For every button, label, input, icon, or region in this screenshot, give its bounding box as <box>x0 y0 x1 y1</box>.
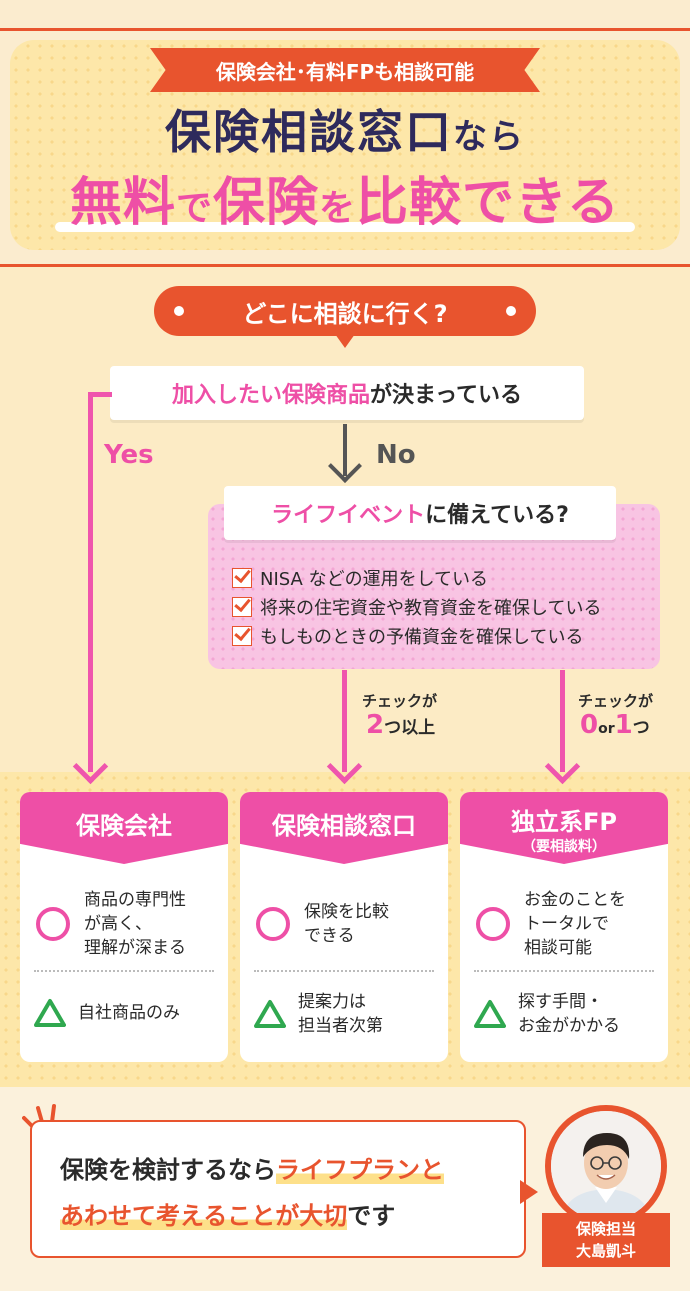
speech-highlight: ライフプランと <box>276 1156 444 1184</box>
header-top-rule <box>0 28 690 31</box>
staff-role: 保険担当 <box>575 1220 636 1238</box>
speech-line-2: あわせて考えることが大切です <box>60 1196 395 1231</box>
no-label: No <box>376 440 416 470</box>
card-demerit-text: 提案力は担当者次第 <box>298 992 383 1036</box>
branch-a-unit: つ以上 <box>384 718 436 738</box>
card-title: 独立系FP <box>511 808 617 836</box>
headline-particle-wo: を <box>319 188 357 229</box>
check-item: もしものときの予備資金を確保している <box>232 623 583 649</box>
card-merit: 商品の専門性が高く、理解が深まる <box>20 884 228 964</box>
card-demerit-text: 探す手間・お金がかかる <box>518 992 620 1036</box>
triangle-warning-icon <box>474 1000 506 1028</box>
card-subtitle: （要相談料） <box>522 839 606 855</box>
card-merit-text: 保険を比較できる <box>304 902 389 946</box>
staff-name: 大島凱斗 <box>575 1242 636 1260</box>
question1-highlight: 加入したい保険商品 <box>171 383 370 408</box>
card-merit-text: 商品の専門性が高く、理解が深まる <box>84 890 186 958</box>
headline-compare: 比較できる <box>356 173 621 233</box>
checkbox-checked-icon <box>232 597 252 617</box>
card-header: 独立系FP （要相談料） <box>460 792 668 864</box>
card-title: 保険会社 <box>76 812 172 840</box>
speech-highlight: あわせて考えることが大切 <box>60 1202 348 1230</box>
triangle-warning-icon <box>34 999 66 1027</box>
question-text: どこに相談に行く? <box>242 299 448 328</box>
branch-a-caption: チェックが <box>362 692 438 710</box>
headline-underline <box>55 222 635 232</box>
headline-suffix: なら <box>453 117 525 157</box>
card-demerit: 探す手間・お金がかかる <box>460 986 668 1042</box>
branch-b-unit: つ <box>632 718 650 738</box>
speech-line-1: 保険を検討するならライフプランと <box>60 1150 444 1185</box>
circle-good-icon <box>36 907 70 941</box>
headline-main: 保険相談窓口 <box>165 105 453 159</box>
header-ribbon: 保険会社･有料FPも相談可能 <box>150 48 540 92</box>
speech-text: です <box>347 1202 396 1230</box>
branch-b-number-zero: 0 <box>580 710 599 740</box>
card-demerit-text: 自社商品のみ <box>78 1003 180 1023</box>
card-title: 保険相談窓口 <box>272 812 416 840</box>
branch-b-caption: チェックが <box>578 692 654 710</box>
branch-b-or: or <box>598 721 615 737</box>
check-item-label: NISA などの運用をしている <box>260 569 489 590</box>
pill-dot-right <box>506 306 516 316</box>
check-item: 将来の住宅資金や教育資金を確保している <box>232 594 601 620</box>
question-pill-tail <box>335 334 355 348</box>
branch-a-count: 2つ以上 <box>366 710 435 740</box>
pill-dot-left <box>174 306 184 316</box>
check-item-label: 将来の住宅資金や教育資金を確保している <box>260 598 602 619</box>
speech-text: 保険を検討するなら <box>60 1156 276 1184</box>
card-header: 保険相談窓口 <box>240 792 448 864</box>
circle-good-icon <box>476 907 510 941</box>
triangle-warning-icon <box>254 1000 286 1028</box>
check-item: NISA などの運用をしている <box>232 565 488 591</box>
card-insurance-consultation: 保険相談窓口 保険を比較できる 提案力は担当者次第 <box>240 792 448 1062</box>
headline-particle-de: で <box>176 188 214 229</box>
question2-text: に備えている? <box>425 503 569 528</box>
person-portrait-icon <box>551 1111 661 1221</box>
question-pill: どこに相談に行く? <box>154 286 536 336</box>
card-merit: お金のことをトータルで相談可能 <box>460 884 668 964</box>
speech-bubble-tail <box>520 1180 538 1204</box>
circle-good-icon <box>256 907 290 941</box>
card-insurance-company: 保険会社 商品の専門性が高く、理解が深まる 自社商品のみ <box>20 792 228 1062</box>
avatar <box>551 1111 661 1221</box>
header-bottom-rule <box>0 264 690 267</box>
branch-a-line <box>342 670 347 772</box>
branch-b-count: 0or1つ <box>580 710 650 740</box>
headline-insurance: 保険 <box>213 173 320 233</box>
headline-free: 無料 <box>69 173 176 233</box>
branch-b-number-one: 1 <box>614 710 633 740</box>
check-item-label: もしものときの予備資金を確保している <box>260 627 584 648</box>
yes-label: Yes <box>104 440 154 470</box>
yes-connector <box>90 392 112 397</box>
speech-bubble <box>30 1120 526 1258</box>
question1-text: が決まっている <box>369 383 523 408</box>
card-divider <box>34 970 214 972</box>
branch-b-line <box>560 670 565 772</box>
yes-line <box>88 392 93 772</box>
question2-highlight: ライフイベント <box>271 503 426 528</box>
question1-box: 加入したい保険商品が決まっている <box>110 366 584 420</box>
checkbox-checked-icon <box>232 626 252 646</box>
card-merit-text: お金のことをトータルで相談可能 <box>524 890 626 958</box>
staff-name-ribbon: 保険担当 大島凱斗 <box>542 1213 670 1267</box>
branch-a-number: 2 <box>366 710 385 740</box>
headline-line2: 無料で保険を比較できる <box>0 160 690 235</box>
no-line <box>343 424 347 476</box>
checkbox-checked-icon <box>232 568 252 588</box>
headline-line1: 保険相談窓口なら <box>0 96 690 162</box>
card-independent-fp: 独立系FP （要相談料） お金のことをトータルで相談可能 探す手間・お金がかかる <box>460 792 668 1062</box>
card-merit: 保険を比較できる <box>240 884 448 964</box>
card-demerit: 提案力は担当者次第 <box>240 986 448 1042</box>
card-demerit: 自社商品のみ <box>20 988 228 1038</box>
question2-box: ライフイベントに備えている? <box>224 486 616 540</box>
card-divider <box>474 970 654 972</box>
card-header: 保険会社 <box>20 792 228 864</box>
card-divider <box>254 970 434 972</box>
